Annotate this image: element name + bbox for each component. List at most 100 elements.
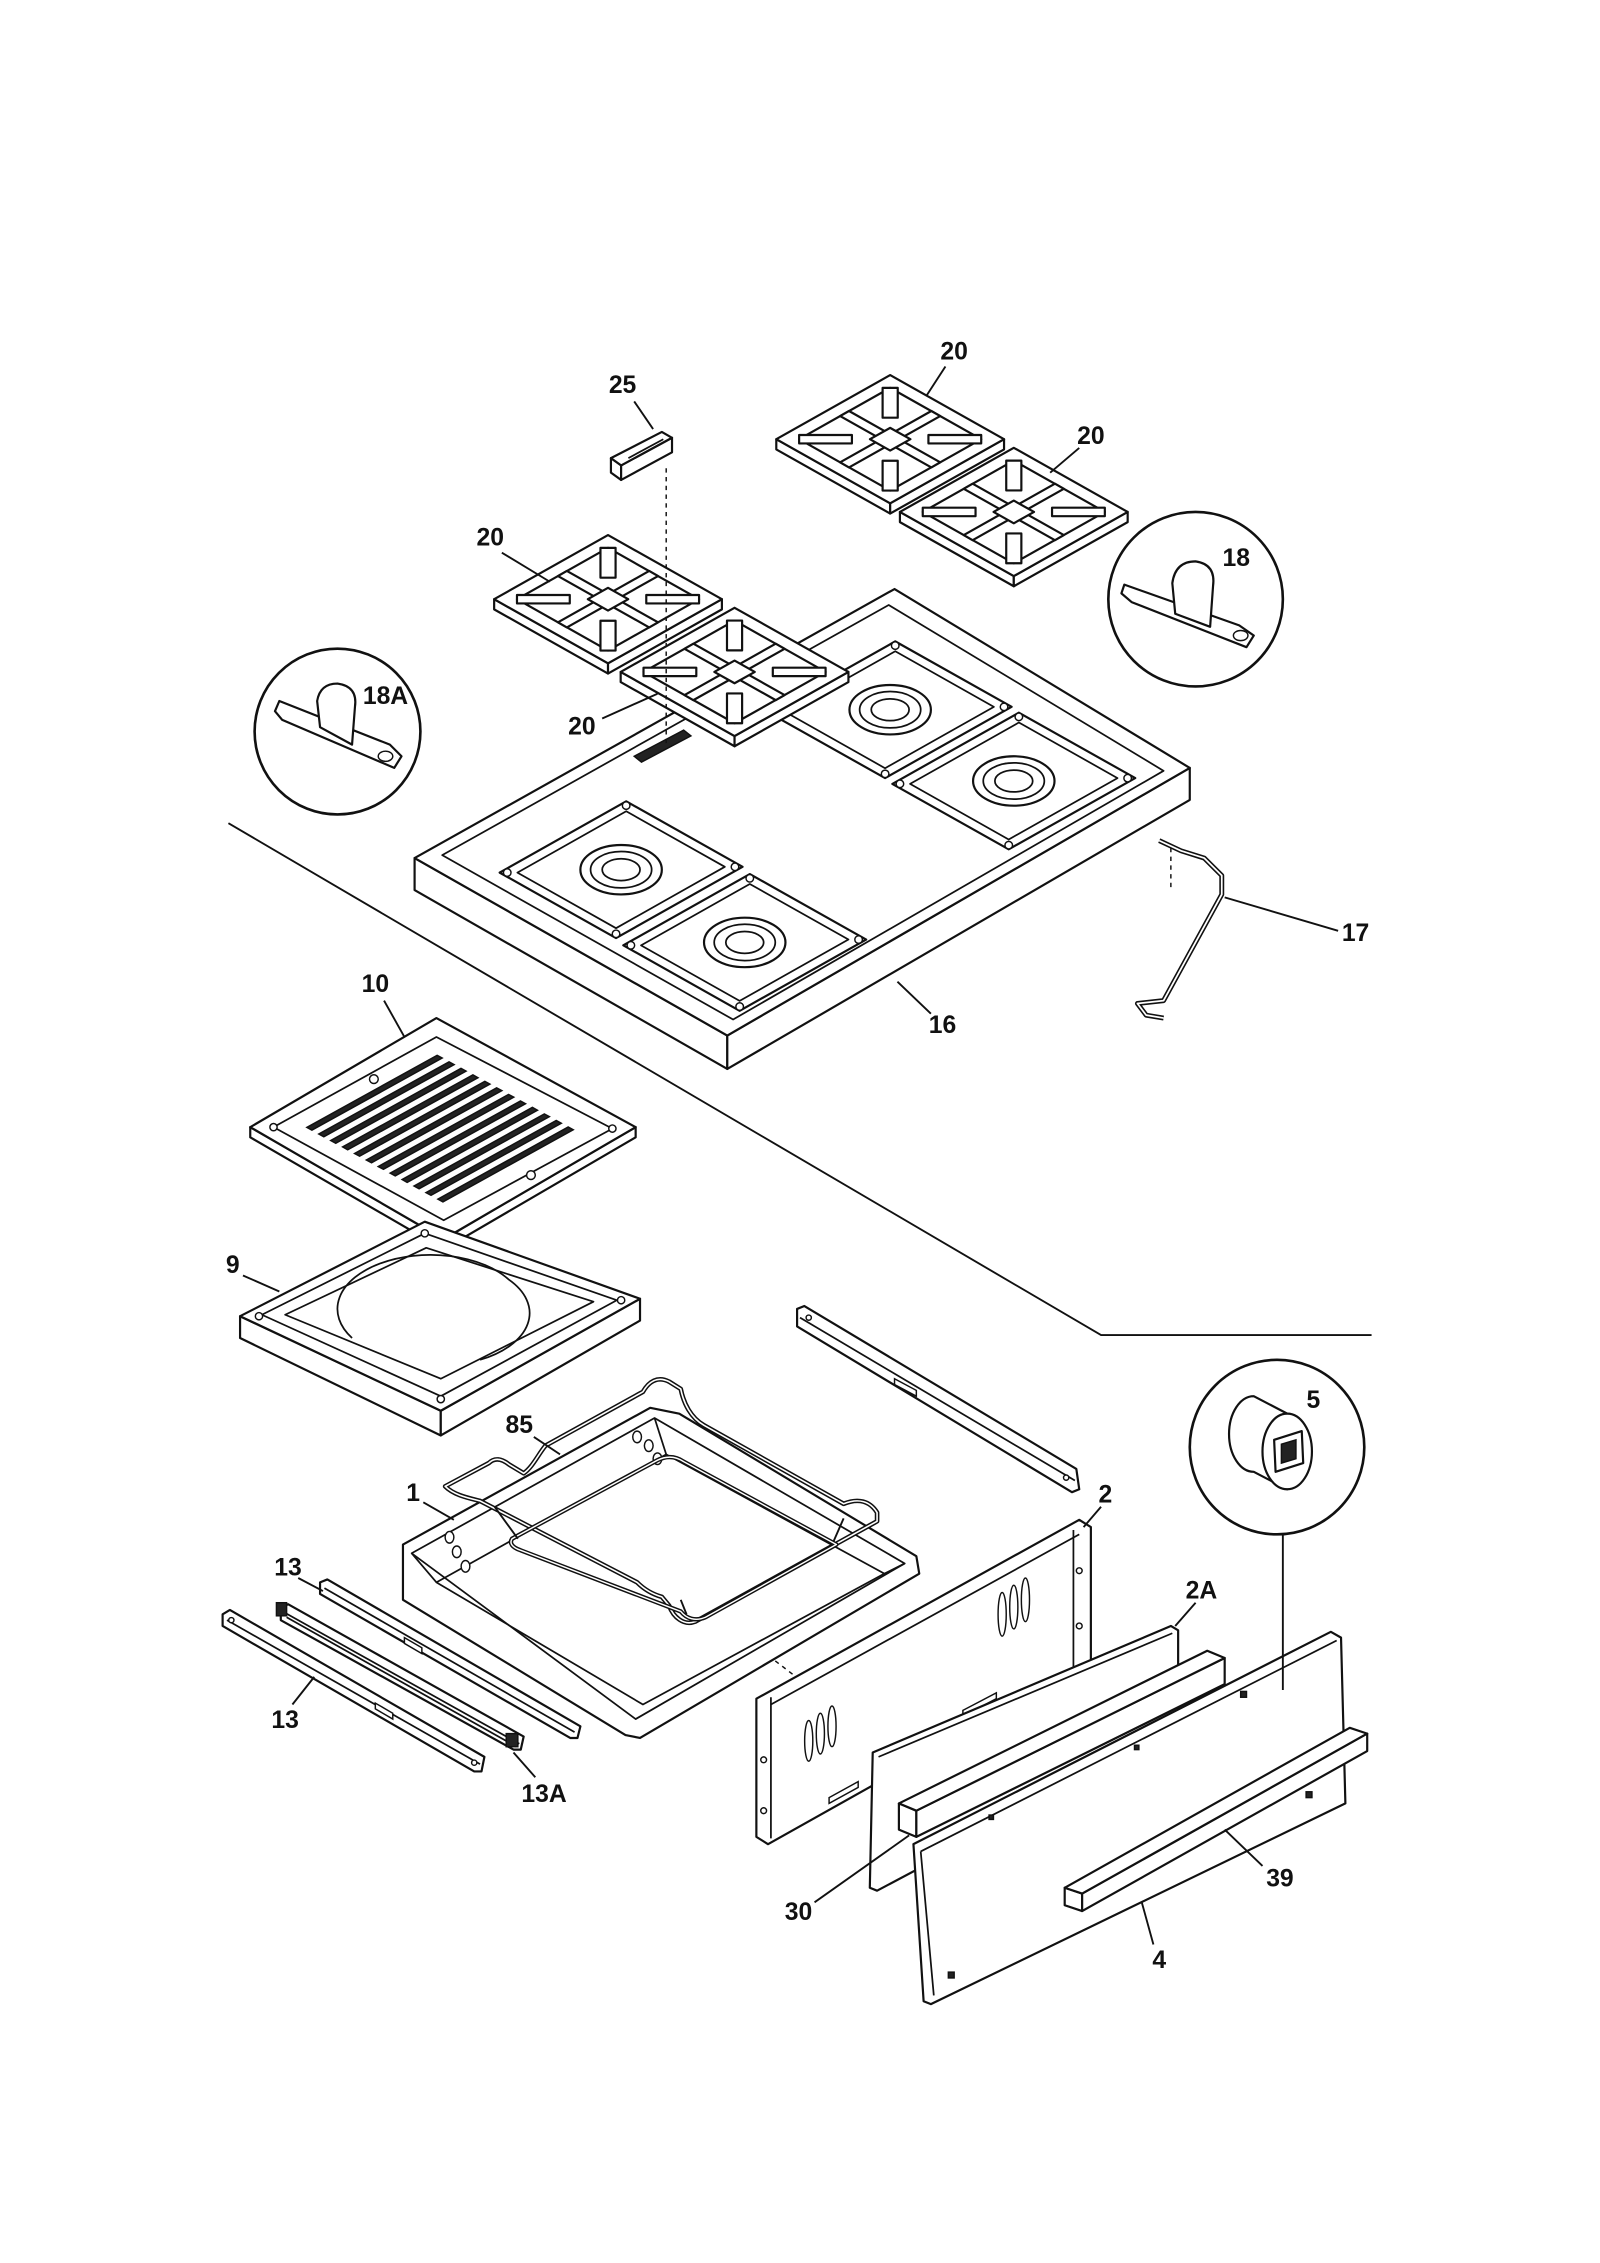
- grid-rib: [364, 1087, 504, 1164]
- grid-rib: [305, 1054, 444, 1132]
- callout-label-5: 5: [1307, 1387, 1321, 1414]
- side-panel-2-fold: [770, 1533, 1080, 1706]
- leader-line-30: [813, 1834, 910, 1904]
- side-panel-2-hole: [760, 1807, 768, 1815]
- leader-line-20: [601, 692, 658, 720]
- handle-39-top-face: [1063, 1726, 1369, 1895]
- grate-finger: [881, 386, 899, 419]
- bracket-18a-hole: [377, 750, 394, 763]
- callout-label-20: 20: [476, 525, 504, 552]
- rail-13-fold: [226, 1619, 481, 1765]
- back-panel-2a-fold: [878, 1632, 1173, 1758]
- pan-9-hole: [436, 1394, 446, 1404]
- drawer-front-part-4: [912, 1630, 1347, 2006]
- side-panel-2-slot: [997, 1591, 1007, 1637]
- grate-finger: [921, 506, 977, 518]
- leader-line-20: [1049, 447, 1080, 474]
- grate-finger: [599, 546, 617, 579]
- callout-label-25: 25: [609, 372, 637, 399]
- cooktop-screw-hole: [880, 769, 890, 779]
- bar-30-top-face: [897, 1649, 1226, 1812]
- rail-13-fold: [323, 1587, 576, 1733]
- part-25-detail-line: [627, 438, 664, 459]
- pan-9-hole: [254, 1311, 264, 1321]
- slide-13a-end-lug: [275, 1601, 288, 1617]
- bracket-18-tab: [1171, 560, 1215, 628]
- drawer-wall-hole: [460, 1559, 471, 1573]
- grate-finger: [1005, 532, 1023, 565]
- callout-label-20: 20: [568, 714, 596, 741]
- drawer-wall-edge: [883, 1562, 906, 1575]
- rail-13-hole: [227, 1616, 235, 1624]
- cooktop-screw-hole: [626, 940, 636, 950]
- side-panel-2-slot: [1020, 1577, 1031, 1623]
- callout-label-17: 17: [1342, 920, 1370, 947]
- side-panel-2-slot: [828, 1780, 859, 1805]
- support-rail-slot: [893, 1377, 918, 1398]
- cooktop-screw-hole: [999, 702, 1009, 712]
- pan-9-rim: [238, 1220, 642, 1412]
- leader-line-20: [501, 551, 551, 583]
- broiler-grid-part-10: [249, 1016, 637, 1251]
- drawer-front-4-hole: [1305, 1791, 1313, 1799]
- callout-label-30: 30: [785, 1899, 813, 1926]
- grate-finger: [645, 593, 701, 605]
- drawer-front-4-hole: [1133, 1744, 1140, 1751]
- grate-finger: [1005, 459, 1023, 492]
- rack-85-post: [493, 1506, 519, 1540]
- drawer-handle-part-39: [1063, 1726, 1369, 1913]
- grate-finger: [1050, 506, 1106, 518]
- leader-line-4: [1140, 1902, 1155, 1945]
- recess-inner-edge: [516, 810, 726, 930]
- grid-rib: [436, 1126, 575, 1203]
- callout-label-2: 2: [1099, 1482, 1113, 1509]
- grate-finger: [515, 593, 571, 605]
- leader-line-10: [383, 1000, 406, 1038]
- grate-finger: [725, 692, 744, 725]
- pan-9-hole: [616, 1295, 626, 1305]
- drawer-wall-hole: [643, 1439, 654, 1453]
- burner-recess: [891, 711, 1137, 851]
- rail-13-slot: [403, 1636, 423, 1655]
- rack-85-post: [679, 1599, 688, 1615]
- cooktop-screw-hole: [895, 779, 905, 789]
- recess-inner-edge: [640, 883, 850, 1002]
- burner-outer-ring: [971, 755, 1056, 807]
- callout-label-13: 13: [274, 1554, 302, 1581]
- slide-13a-end-lug: [505, 1732, 519, 1748]
- burner-inner-ring: [724, 930, 765, 955]
- callout-label-16: 16: [929, 1012, 956, 1039]
- grid-10-hole: [269, 1122, 278, 1132]
- burner-outer-ring: [848, 683, 932, 736]
- part-5-clip-slot: [1280, 1438, 1297, 1465]
- burner-outer-ring: [702, 916, 787, 969]
- grid-rib: [317, 1061, 456, 1138]
- grate-20: [619, 606, 850, 748]
- bracket-18-hole: [1232, 629, 1249, 642]
- leader-line-1: [422, 1501, 455, 1521]
- side-panel-2-hole: [760, 1756, 768, 1764]
- part-25-top-face: [609, 430, 674, 467]
- pan-9-inner-rim: [261, 1232, 618, 1398]
- cooktop-screw-hole: [1004, 840, 1014, 850]
- callout-label-18: 18: [1223, 545, 1251, 572]
- grate-center-hub: [713, 659, 756, 685]
- burner-recess: [622, 872, 868, 1012]
- cooktop-screw-hole: [735, 1002, 745, 1012]
- pan-9-floor: [284, 1246, 595, 1380]
- leader-line-2: [1082, 1506, 1102, 1528]
- part-17-rod-outline: [1134, 838, 1225, 1021]
- callout-label-85: 85: [506, 1412, 534, 1439]
- leader-line-13: [297, 1577, 324, 1592]
- drawer-wall-hole: [444, 1530, 455, 1544]
- grid-10-ribs: [305, 1054, 575, 1203]
- slide-13a-channel: [284, 1612, 520, 1745]
- cooktop-screw-hole: [890, 641, 900, 651]
- support-rail-hole: [1062, 1474, 1070, 1481]
- grate-center-hub: [992, 499, 1036, 525]
- section-separator-line: [227, 822, 1372, 1337]
- grate-finger: [771, 666, 827, 678]
- leader-line-16: [896, 981, 932, 1015]
- cooktop-slot: [632, 729, 693, 763]
- drawer-front-4-hole: [1239, 1690, 1248, 1698]
